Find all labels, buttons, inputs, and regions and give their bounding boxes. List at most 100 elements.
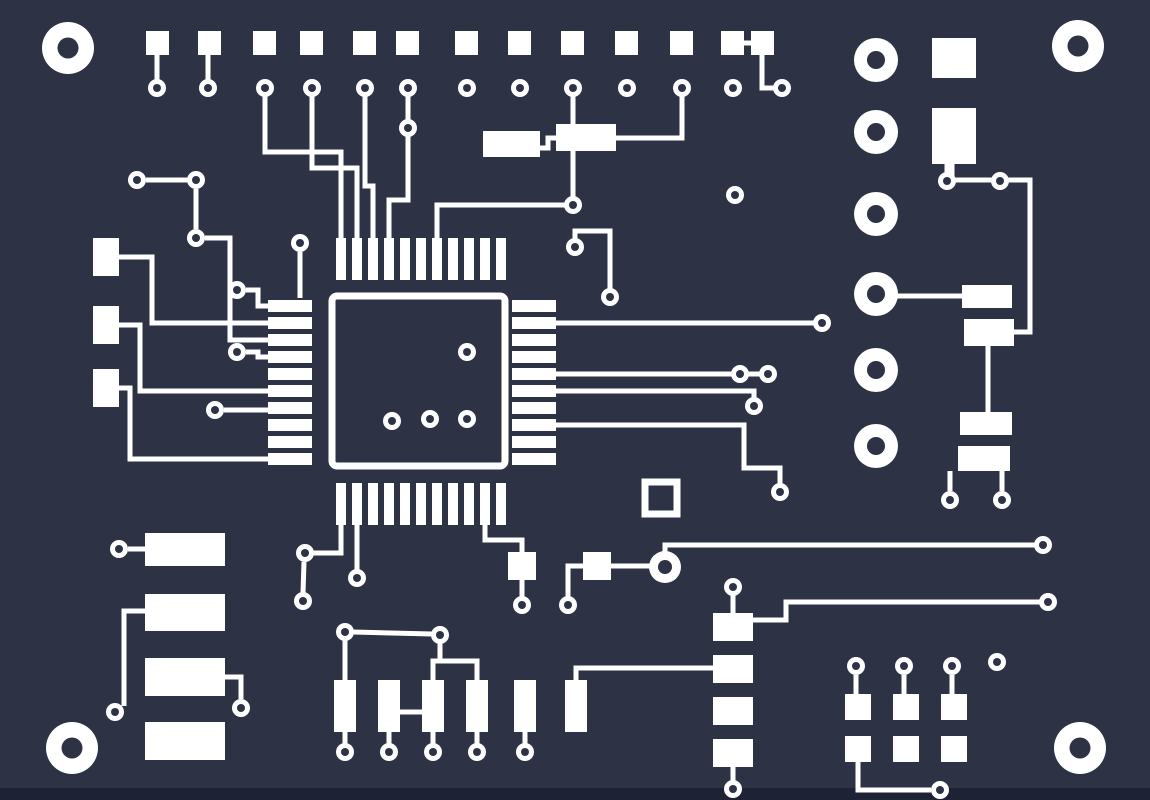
via-hole: [736, 370, 744, 378]
trace: [616, 96, 685, 141]
ic-pad: [512, 436, 556, 448]
pad-bottom-resistors: [334, 680, 356, 732]
via-hole: [569, 84, 577, 92]
ic-pin: [432, 483, 442, 525]
ic-marker-via-hole: [463, 415, 471, 423]
trace: [753, 599, 1040, 623]
ic-pin: [352, 483, 362, 525]
trace: [434, 202, 565, 240]
board-edge-strip: [0, 788, 1150, 800]
ic-pin: [368, 483, 378, 525]
pad-left-bottom: [145, 722, 225, 760]
via-hole: [998, 496, 1006, 504]
via-hole: [996, 177, 1004, 185]
pad-top-row: [253, 31, 276, 55]
ic-pad: [268, 385, 312, 397]
via-hole: [900, 662, 908, 670]
large-via-hole: [867, 123, 885, 141]
trace: [430, 658, 480, 680]
pad-left-bottom: [145, 533, 225, 566]
ic-pad: [512, 368, 556, 380]
via-hole: [385, 748, 393, 756]
via-hole: [993, 658, 1001, 666]
trace: [556, 422, 783, 484]
via-hole: [1044, 598, 1052, 606]
mounting-hole-hole: [1067, 35, 1089, 57]
ic-pad: [268, 351, 312, 363]
ic-pin: [416, 483, 426, 525]
pad-top-row: [751, 31, 774, 55]
pad-bottom-resistors: [565, 680, 587, 732]
via-hole: [463, 84, 471, 92]
trace: [119, 254, 268, 326]
via-hole: [521, 748, 529, 756]
pad-right-stack: [713, 739, 753, 767]
trace: [352, 629, 433, 637]
ic-pad: [512, 402, 556, 414]
ic-pin: [496, 483, 506, 525]
trace: [573, 665, 713, 680]
via-hole: [211, 406, 219, 414]
ic-pad: [268, 368, 312, 380]
via-hole: [341, 748, 349, 756]
trace: [572, 228, 613, 289]
via-hole: [569, 201, 577, 209]
via-hole: [299, 597, 307, 605]
pad-top-row: [146, 31, 169, 55]
pad-bottom-right-grid: [893, 736, 919, 762]
via-hole: [936, 786, 944, 794]
pad-bottom-resistors: [466, 680, 488, 732]
ic-pin: [416, 238, 426, 280]
trace: [119, 322, 268, 394]
pad-top-row: [353, 31, 376, 55]
pad-mid-resistors: [483, 131, 540, 157]
via-hole: [133, 176, 141, 184]
ic-pin: [432, 238, 442, 280]
trace: [482, 525, 525, 552]
trace: [362, 96, 376, 240]
ic-pin: [400, 238, 410, 280]
pad-left-column: [93, 306, 119, 344]
ic-pin: [464, 238, 474, 280]
via-hole: [678, 84, 686, 92]
trace: [225, 674, 244, 699]
pad-top-row: [300, 31, 323, 55]
via-hole: [778, 84, 786, 92]
via-hole: [308, 84, 316, 92]
trace: [262, 96, 344, 240]
ic-pad: [512, 351, 556, 363]
via-hole: [623, 84, 631, 92]
trace: [309, 96, 360, 240]
pad-right-column: [958, 446, 1010, 471]
via-hole: [518, 601, 526, 609]
ic-pin: [400, 483, 410, 525]
ic-pad: [268, 419, 312, 431]
hollow-pad: [641, 478, 681, 518]
trace: [121, 608, 145, 706]
via-hole: [233, 286, 241, 294]
via-hole: [948, 662, 956, 670]
pad-left-bottom: [145, 658, 225, 696]
pad-right-column: [962, 285, 1012, 308]
via-hole: [341, 628, 349, 636]
ic-pad: [512, 453, 556, 465]
ic-marker-via-hole: [426, 415, 434, 423]
pad-right-stack: [713, 697, 753, 725]
via-hole: [296, 239, 304, 247]
via-hole: [233, 348, 241, 356]
trace: [313, 525, 344, 556]
ic-pad: [268, 402, 312, 414]
trace: [246, 349, 268, 360]
large-via-hole: [867, 361, 885, 379]
via-hole: [404, 84, 412, 92]
pad-mid-resistors: [556, 124, 616, 151]
pad-top-row: [615, 31, 638, 55]
via-hole: [946, 496, 954, 504]
via-hole: [818, 319, 826, 327]
trace: [556, 388, 757, 398]
ic-outline: [328, 292, 509, 470]
ic-pad: [512, 419, 556, 431]
pad-right-stack: [713, 655, 753, 683]
pad-bottom-right-grid: [941, 736, 967, 762]
